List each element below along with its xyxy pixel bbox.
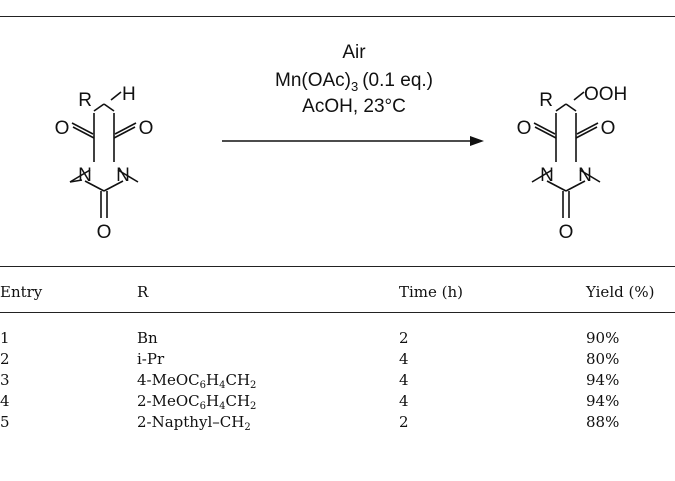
- cell-yield: 88%: [586, 413, 620, 431]
- r-part: CH: [225, 392, 251, 410]
- r-sub: 4: [219, 401, 226, 412]
- reagent-mn-main: Mn(OAc): [275, 70, 351, 91]
- reagent-mn-sub: 3: [351, 79, 358, 94]
- reactant-r-label: R: [78, 90, 92, 111]
- r-sub: 2: [250, 401, 257, 412]
- cell-entry: 3: [0, 371, 10, 389]
- table-row: 2 i-Pr 4 80%: [0, 349, 675, 370]
- r-part: 4-MeOC: [137, 371, 200, 389]
- reagent-mn: Mn(OAc)3 (0.1 eq.): [275, 70, 433, 94]
- product-n-left: N: [540, 165, 554, 186]
- r-part: CH: [225, 371, 251, 389]
- cell-time: 2: [399, 413, 409, 431]
- header-r: R: [137, 283, 149, 301]
- product-o-bottom: O: [559, 222, 574, 243]
- product-ooh-label: OOH: [584, 84, 627, 105]
- cell-yield: 94%: [586, 371, 620, 389]
- product-n-right: N: [578, 165, 592, 186]
- top-rule: [0, 16, 675, 17]
- reactant-o-right: O: [139, 118, 154, 139]
- r-part: 2-Napthyl–CH: [137, 413, 245, 431]
- reactant-structure: [69, 91, 139, 218]
- reagent-acoh: AcOH, 23°C: [302, 96, 406, 117]
- cell-r: 2-Napthyl–CH2: [137, 412, 399, 433]
- cell-time: 4: [399, 350, 409, 368]
- results-table: Entry R Time (h) Yield (%) 1 Bn 2 90% 2 …: [0, 272, 675, 433]
- r-sub: 2: [250, 380, 257, 391]
- cell-r: 2-MeOC6H4CH2: [137, 391, 399, 412]
- header-time: Time (h): [399, 283, 464, 301]
- cell-entry: 2: [0, 350, 10, 368]
- cell-entry: 4: [0, 392, 10, 410]
- product-structure: [531, 91, 601, 218]
- cell-yield: 80%: [586, 350, 620, 368]
- cell-entry: 5: [0, 413, 10, 431]
- cell-yield: 90%: [586, 329, 620, 347]
- table-row: 3 4-MeOC6H4CH2 4 94%: [0, 370, 675, 391]
- reaction-arrow: [222, 136, 484, 146]
- table-row: 5 2-Napthyl–CH2 2 88%: [0, 412, 675, 433]
- r-sub: 6: [199, 380, 206, 391]
- cell-yield: 94%: [586, 392, 620, 410]
- header-rule: [0, 312, 675, 313]
- product-o-left: O: [517, 118, 532, 139]
- reagent-mn-eq: (0.1 eq.): [362, 70, 433, 91]
- table-row: 4 2-MeOC6H4CH2 4 94%: [0, 391, 675, 412]
- reactant-n-left: N: [78, 165, 92, 186]
- reaction-scheme: R H O O N N O Air Mn(OAc)3 (0.1 eq.) AcOH…: [55, 42, 628, 243]
- r-sub: 2: [244, 422, 251, 433]
- r-part: H: [206, 371, 220, 389]
- reactant-o-left: O: [55, 118, 70, 139]
- reactant-n-right: N: [116, 165, 130, 186]
- header-entry: Entry: [0, 283, 43, 301]
- r-part: 2-MeOC: [137, 392, 200, 410]
- reactant-o-bottom: O: [97, 222, 112, 243]
- table-header-row: Entry R Time (h) Yield (%): [0, 272, 675, 312]
- table-row: 1 Bn 2 90%: [0, 312, 675, 349]
- r-sub: 4: [219, 380, 226, 391]
- header-yield: Yield (%): [586, 283, 655, 301]
- reagent-air: Air: [342, 42, 366, 63]
- cell-time: 4: [399, 371, 409, 389]
- table-top-rule: [0, 266, 675, 267]
- product-o-right: O: [601, 118, 616, 139]
- cell-entry: 1: [0, 329, 10, 347]
- cell-time: 2: [399, 329, 409, 347]
- cell-time: 4: [399, 392, 409, 410]
- cell-r: 4-MeOC6H4CH2: [137, 370, 399, 391]
- cell-r: i-Pr: [137, 350, 165, 368]
- r-part: H: [206, 392, 220, 410]
- cell-r: Bn: [137, 329, 158, 347]
- r-sub: 6: [199, 401, 206, 412]
- reactant-h-label: H: [122, 84, 136, 105]
- product-r-label: R: [539, 90, 553, 111]
